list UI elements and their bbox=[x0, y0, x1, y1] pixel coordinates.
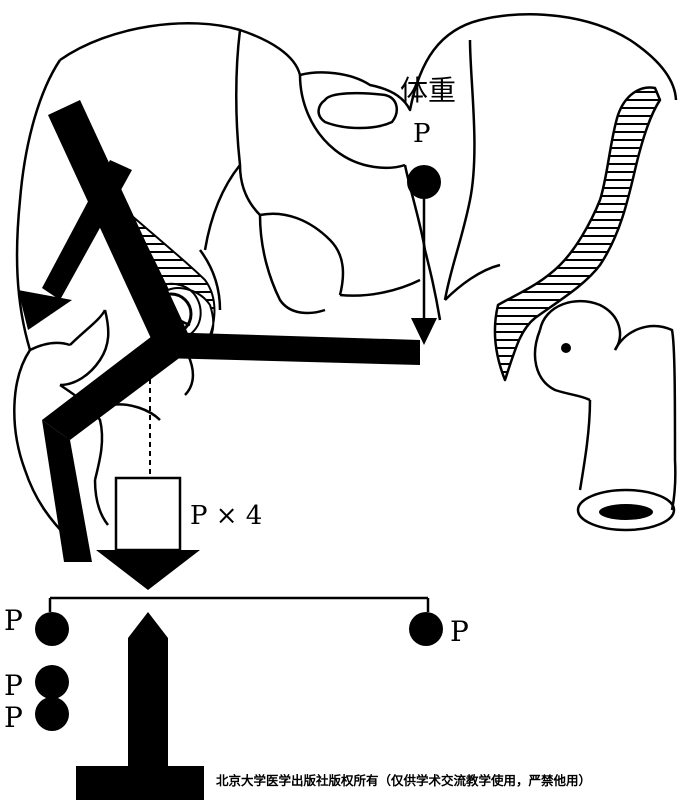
right-acetabulum bbox=[493, 86, 662, 382]
abductor-force-arrow bbox=[18, 160, 132, 330]
body-weight-dot bbox=[407, 165, 441, 199]
body-weight-symbol: P bbox=[413, 119, 431, 149]
right-weight bbox=[409, 612, 443, 646]
pivot-ring bbox=[149, 292, 193, 336]
body-weight-arrow bbox=[411, 199, 437, 345]
right-weight-label: P bbox=[450, 615, 469, 648]
fulcrum bbox=[76, 612, 204, 800]
right-femur bbox=[533, 300, 677, 532]
copyright-notice: 北京大学医学出版社版权所有（仅供学术交流教学使用，严禁他用） bbox=[216, 773, 591, 788]
femoral-head-center bbox=[561, 343, 571, 353]
load-multiplier-label: P × 4 bbox=[190, 501, 262, 531]
left-weight-label-2: P bbox=[4, 669, 23, 702]
left-weight-2 bbox=[35, 665, 69, 699]
balance-beam bbox=[48, 596, 430, 612]
left-weights bbox=[35, 612, 69, 731]
femur-canal bbox=[599, 504, 653, 520]
lever-system bbox=[42, 100, 420, 562]
left-weight-label-3: P bbox=[4, 701, 23, 734]
joint-load-arrow bbox=[96, 476, 200, 590]
left-weight-1 bbox=[35, 612, 69, 646]
left-weight-3 bbox=[35, 697, 69, 731]
body-weight-label: 体重 bbox=[400, 74, 456, 107]
left-weight-label-1: P bbox=[4, 604, 23, 637]
